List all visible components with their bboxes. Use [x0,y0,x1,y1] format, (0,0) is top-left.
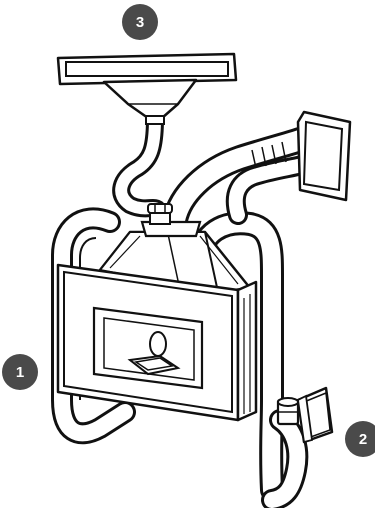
callout-badge-2: 2 [345,421,375,457]
panel-tubes [175,140,302,220]
hopper-tube [121,118,158,210]
callout-badge-3: 3 [122,4,158,40]
hopper-funnel [58,54,236,124]
callout-2-label: 2 [359,431,367,448]
callout-badge-1: 1 [2,354,38,390]
callout-1-label: 1 [16,364,24,381]
main-box [58,265,256,420]
callout-3-label: 3 [136,14,144,31]
upper-right-panel [298,112,350,200]
